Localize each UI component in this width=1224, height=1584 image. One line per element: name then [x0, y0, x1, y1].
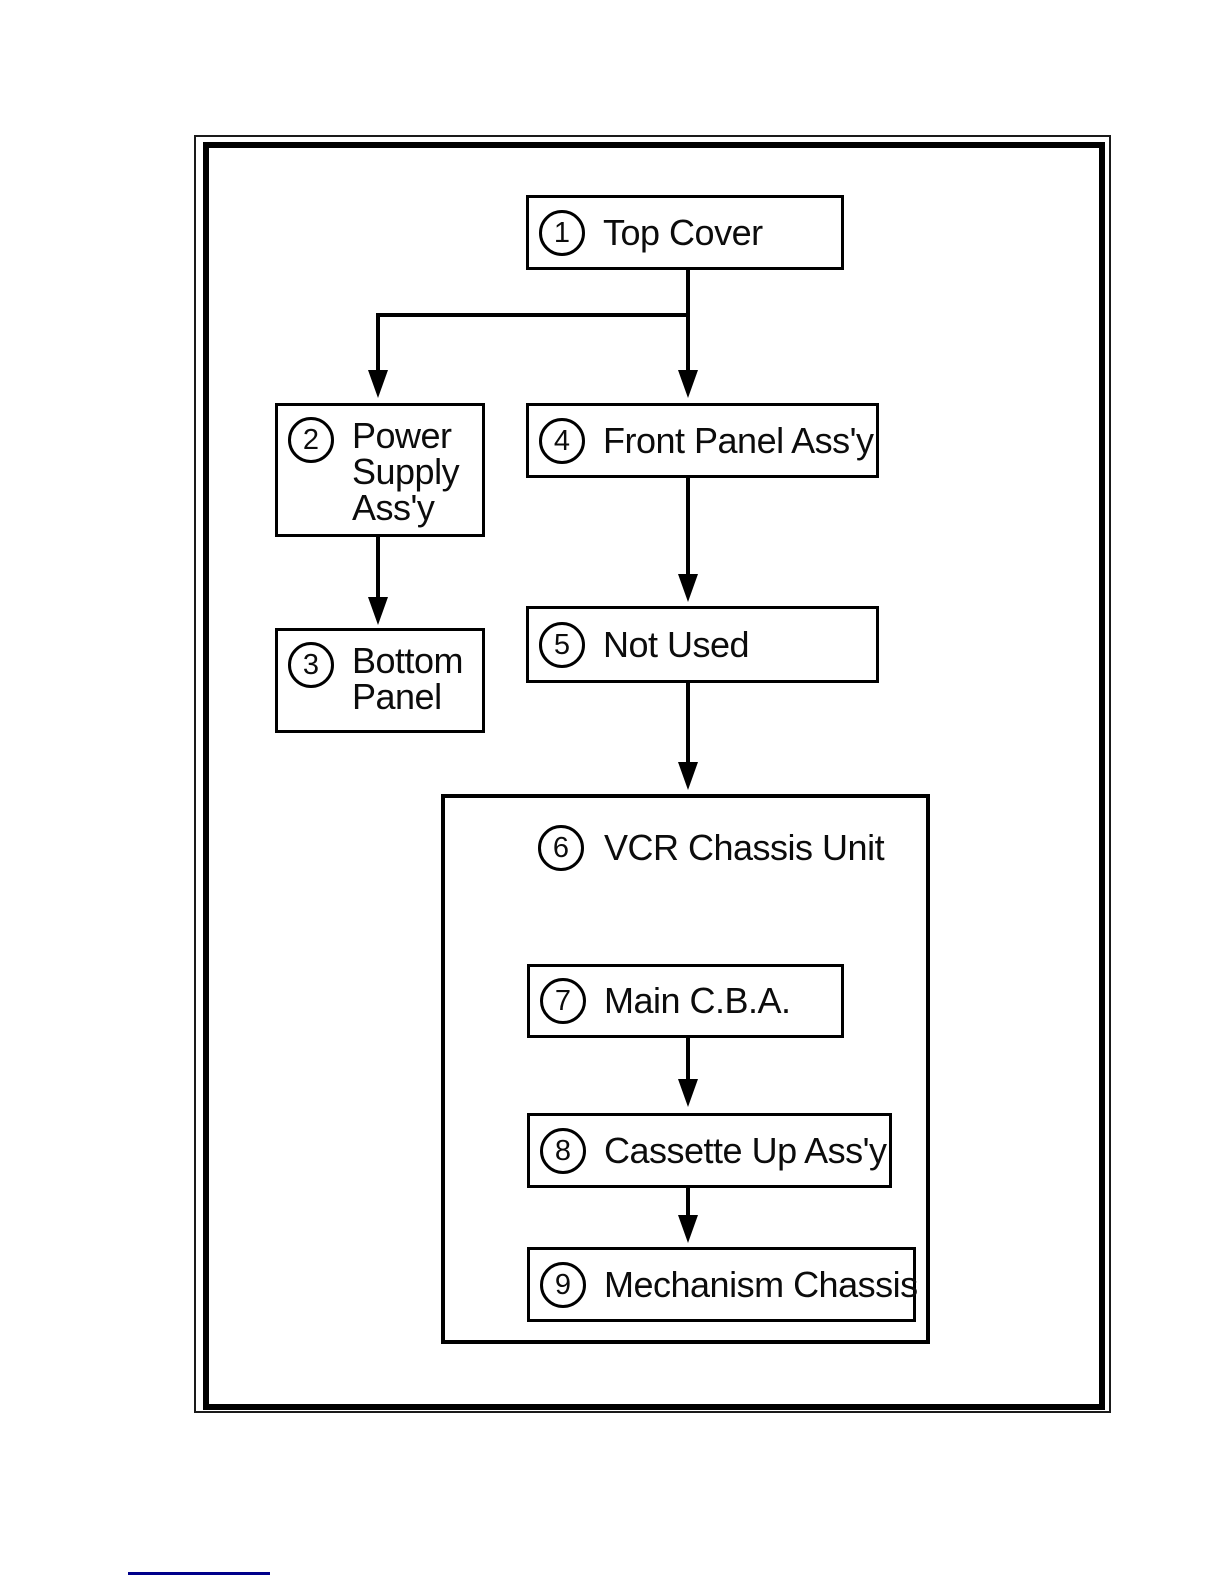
arrowhead-icon: [368, 597, 388, 625]
node-number-badge: 1: [539, 209, 585, 256]
node-label: Not Used: [603, 623, 750, 665]
node-label: Bottom Panel: [352, 640, 464, 717]
node-main-cba: 7 Main C.B.A.: [527, 964, 844, 1038]
edge-2-3-line: [376, 537, 380, 597]
edge-1-stem-line: [686, 270, 690, 370]
arrowhead-icon: [678, 1215, 698, 1243]
arrowhead-icon: [368, 370, 388, 398]
edge-4-5-line: [686, 478, 690, 574]
node-number-badge: 8: [540, 1127, 586, 1174]
edge-5-6-line: [686, 683, 690, 762]
node-number-badge: 7: [540, 978, 586, 1024]
node-vcr-chassis-unit-label-row: 6 VCR Chassis Unit: [538, 822, 885, 874]
page-outer-border: [194, 135, 1111, 1413]
node-top-cover: 1 Top Cover: [526, 195, 844, 270]
edge-1-branch-line: [376, 313, 690, 317]
node-number-badge: 4: [539, 417, 585, 464]
node-label: VCR Chassis Unit: [604, 827, 885, 868]
arrowhead-icon: [678, 370, 698, 398]
edge-7-8-line: [686, 1038, 690, 1079]
node-number-badge: 6: [538, 825, 584, 871]
footer-link-underline[interactable]: [128, 1572, 270, 1575]
node-bottom-panel: 3 Bottom Panel: [275, 628, 485, 733]
node-number-badge: 2: [288, 417, 334, 463]
arrowhead-icon: [678, 1079, 698, 1107]
node-front-panel-assy: 4 Front Panel Ass'y: [526, 403, 879, 478]
node-not-used: 5 Not Used: [526, 606, 879, 683]
node-label: Top Cover: [603, 211, 763, 253]
node-power-supply-assy: 2 Power Supply Ass'y: [275, 403, 485, 537]
arrowhead-icon: [678, 762, 698, 790]
arrowhead-icon: [678, 574, 698, 602]
node-label: Mechanism Chassis: [604, 1263, 918, 1305]
edge-8-9-line: [686, 1188, 690, 1215]
node-label: Front Panel Ass'y: [603, 419, 874, 461]
node-label: Main C.B.A.: [604, 980, 791, 1021]
node-label: Power Supply Ass'y: [352, 415, 460, 528]
edge-1-2-line: [376, 313, 380, 370]
node-number-badge: 9: [540, 1261, 586, 1308]
node-number-badge: 5: [539, 621, 585, 668]
node-label: Cassette Up Ass'y: [604, 1129, 887, 1171]
node-number-badge: 3: [288, 642, 334, 688]
node-cassette-up-assy: 8 Cassette Up Ass'y: [527, 1113, 892, 1188]
node-mechanism-chassis: 9 Mechanism Chassis: [527, 1247, 918, 1322]
